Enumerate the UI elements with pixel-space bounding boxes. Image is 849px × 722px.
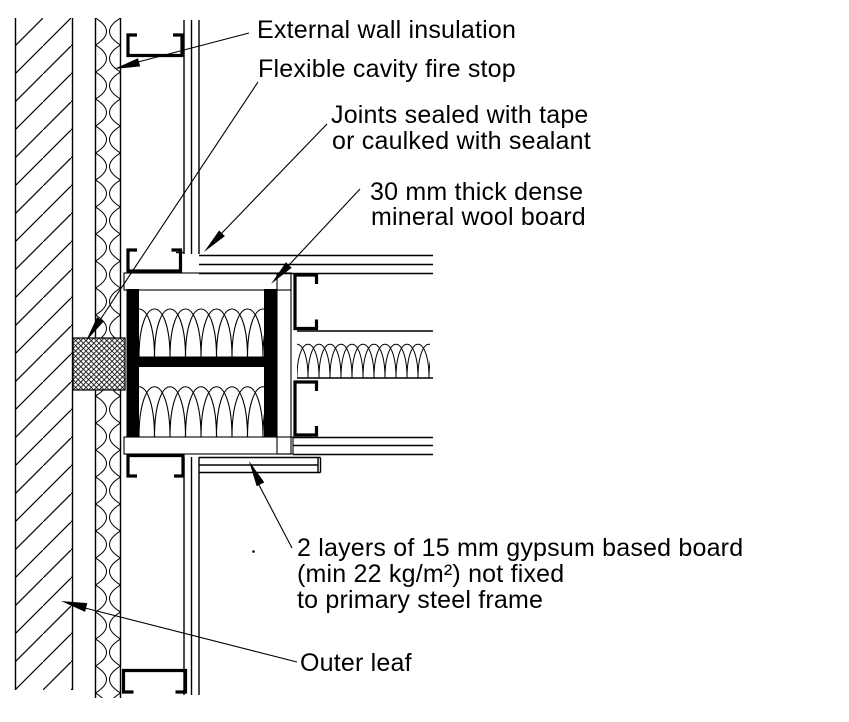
label-flexible-cavity-fire-stop: Flexible cavity fire stop (258, 55, 516, 83)
inner-leaf-steel-sections (121, 33, 188, 694)
outer-leaf-wall (14, 18, 74, 690)
steel-flange-right (264, 289, 277, 437)
label-gypsum-line2: (min 22 kg/m²) not fixed (297, 560, 564, 588)
fire-stop-hatch (72, 337, 126, 391)
label-outer-leaf: Outer leaf (300, 649, 412, 677)
label-external-wall-insulation: External wall insulation (257, 16, 516, 44)
outer-leaf-hatch (15, 18, 73, 690)
mineral-wool-board-top (123, 272, 292, 291)
leader-line (99, 81, 259, 321)
label-gypsum-line3: to primary steel frame (297, 586, 543, 614)
label-joints-sealed-line1: Joints sealed with tape (331, 101, 589, 129)
annotations: External wall insulation Flexible cavity… (257, 16, 743, 677)
steel-stud-below-box (126, 453, 185, 478)
insulation-chamber-lower (139, 367, 264, 437)
steel-column-encasement (123, 272, 294, 455)
steel-track-top (126, 33, 184, 58)
gypsum-overlap-boards (199, 456, 322, 474)
steel-stud-above-box (126, 248, 183, 273)
steel-flange-left (126, 289, 139, 437)
leader-mineral-wool-board (271, 188, 361, 284)
mineral-wool-board-bottom (123, 436, 294, 455)
arrowhead (86, 317, 104, 341)
label-mineral-wool-line1: 30 mm thick dense (370, 178, 583, 206)
cavity-fire-stop-block (72, 337, 126, 391)
insulation-chamber-upper (139, 290, 264, 357)
leader-external-wall-insulation (114, 32, 250, 69)
arrowhead (249, 461, 265, 487)
partition-stud-bottom (293, 380, 319, 437)
partition-wall (199, 254, 433, 474)
leader-line (137, 32, 250, 63)
partition-insulation-quilt (297, 331, 430, 378)
leader-line (288, 188, 361, 266)
label-mineral-wool-line2: mineral wool board (371, 203, 586, 231)
leader-line (219, 123, 328, 236)
leader-joints-sealed (204, 123, 328, 252)
label-joints-sealed-line2: or caulked with sealant (332, 127, 591, 155)
steel-track-bottom (121, 668, 188, 694)
partition-stud-top (293, 273, 319, 331)
arrowhead (204, 230, 225, 252)
inner-leaf-lining (176, 20, 200, 695)
arrowhead (271, 262, 292, 284)
leader-line (258, 484, 293, 549)
mineral-wool-board-right (276, 272, 292, 455)
leader-line (84, 607, 298, 663)
label-gypsum-line1: 2 layers of 15 mm gypsum based board (297, 534, 743, 562)
leader-flexible-cavity-fire-stop (86, 81, 259, 341)
stray-dot (252, 550, 255, 553)
arrowhead (114, 58, 141, 69)
steel-web-middle (136, 356, 266, 367)
leader-gypsum-boards (249, 461, 293, 553)
leader-outer-leaf (61, 601, 298, 663)
arrowhead (61, 601, 88, 612)
